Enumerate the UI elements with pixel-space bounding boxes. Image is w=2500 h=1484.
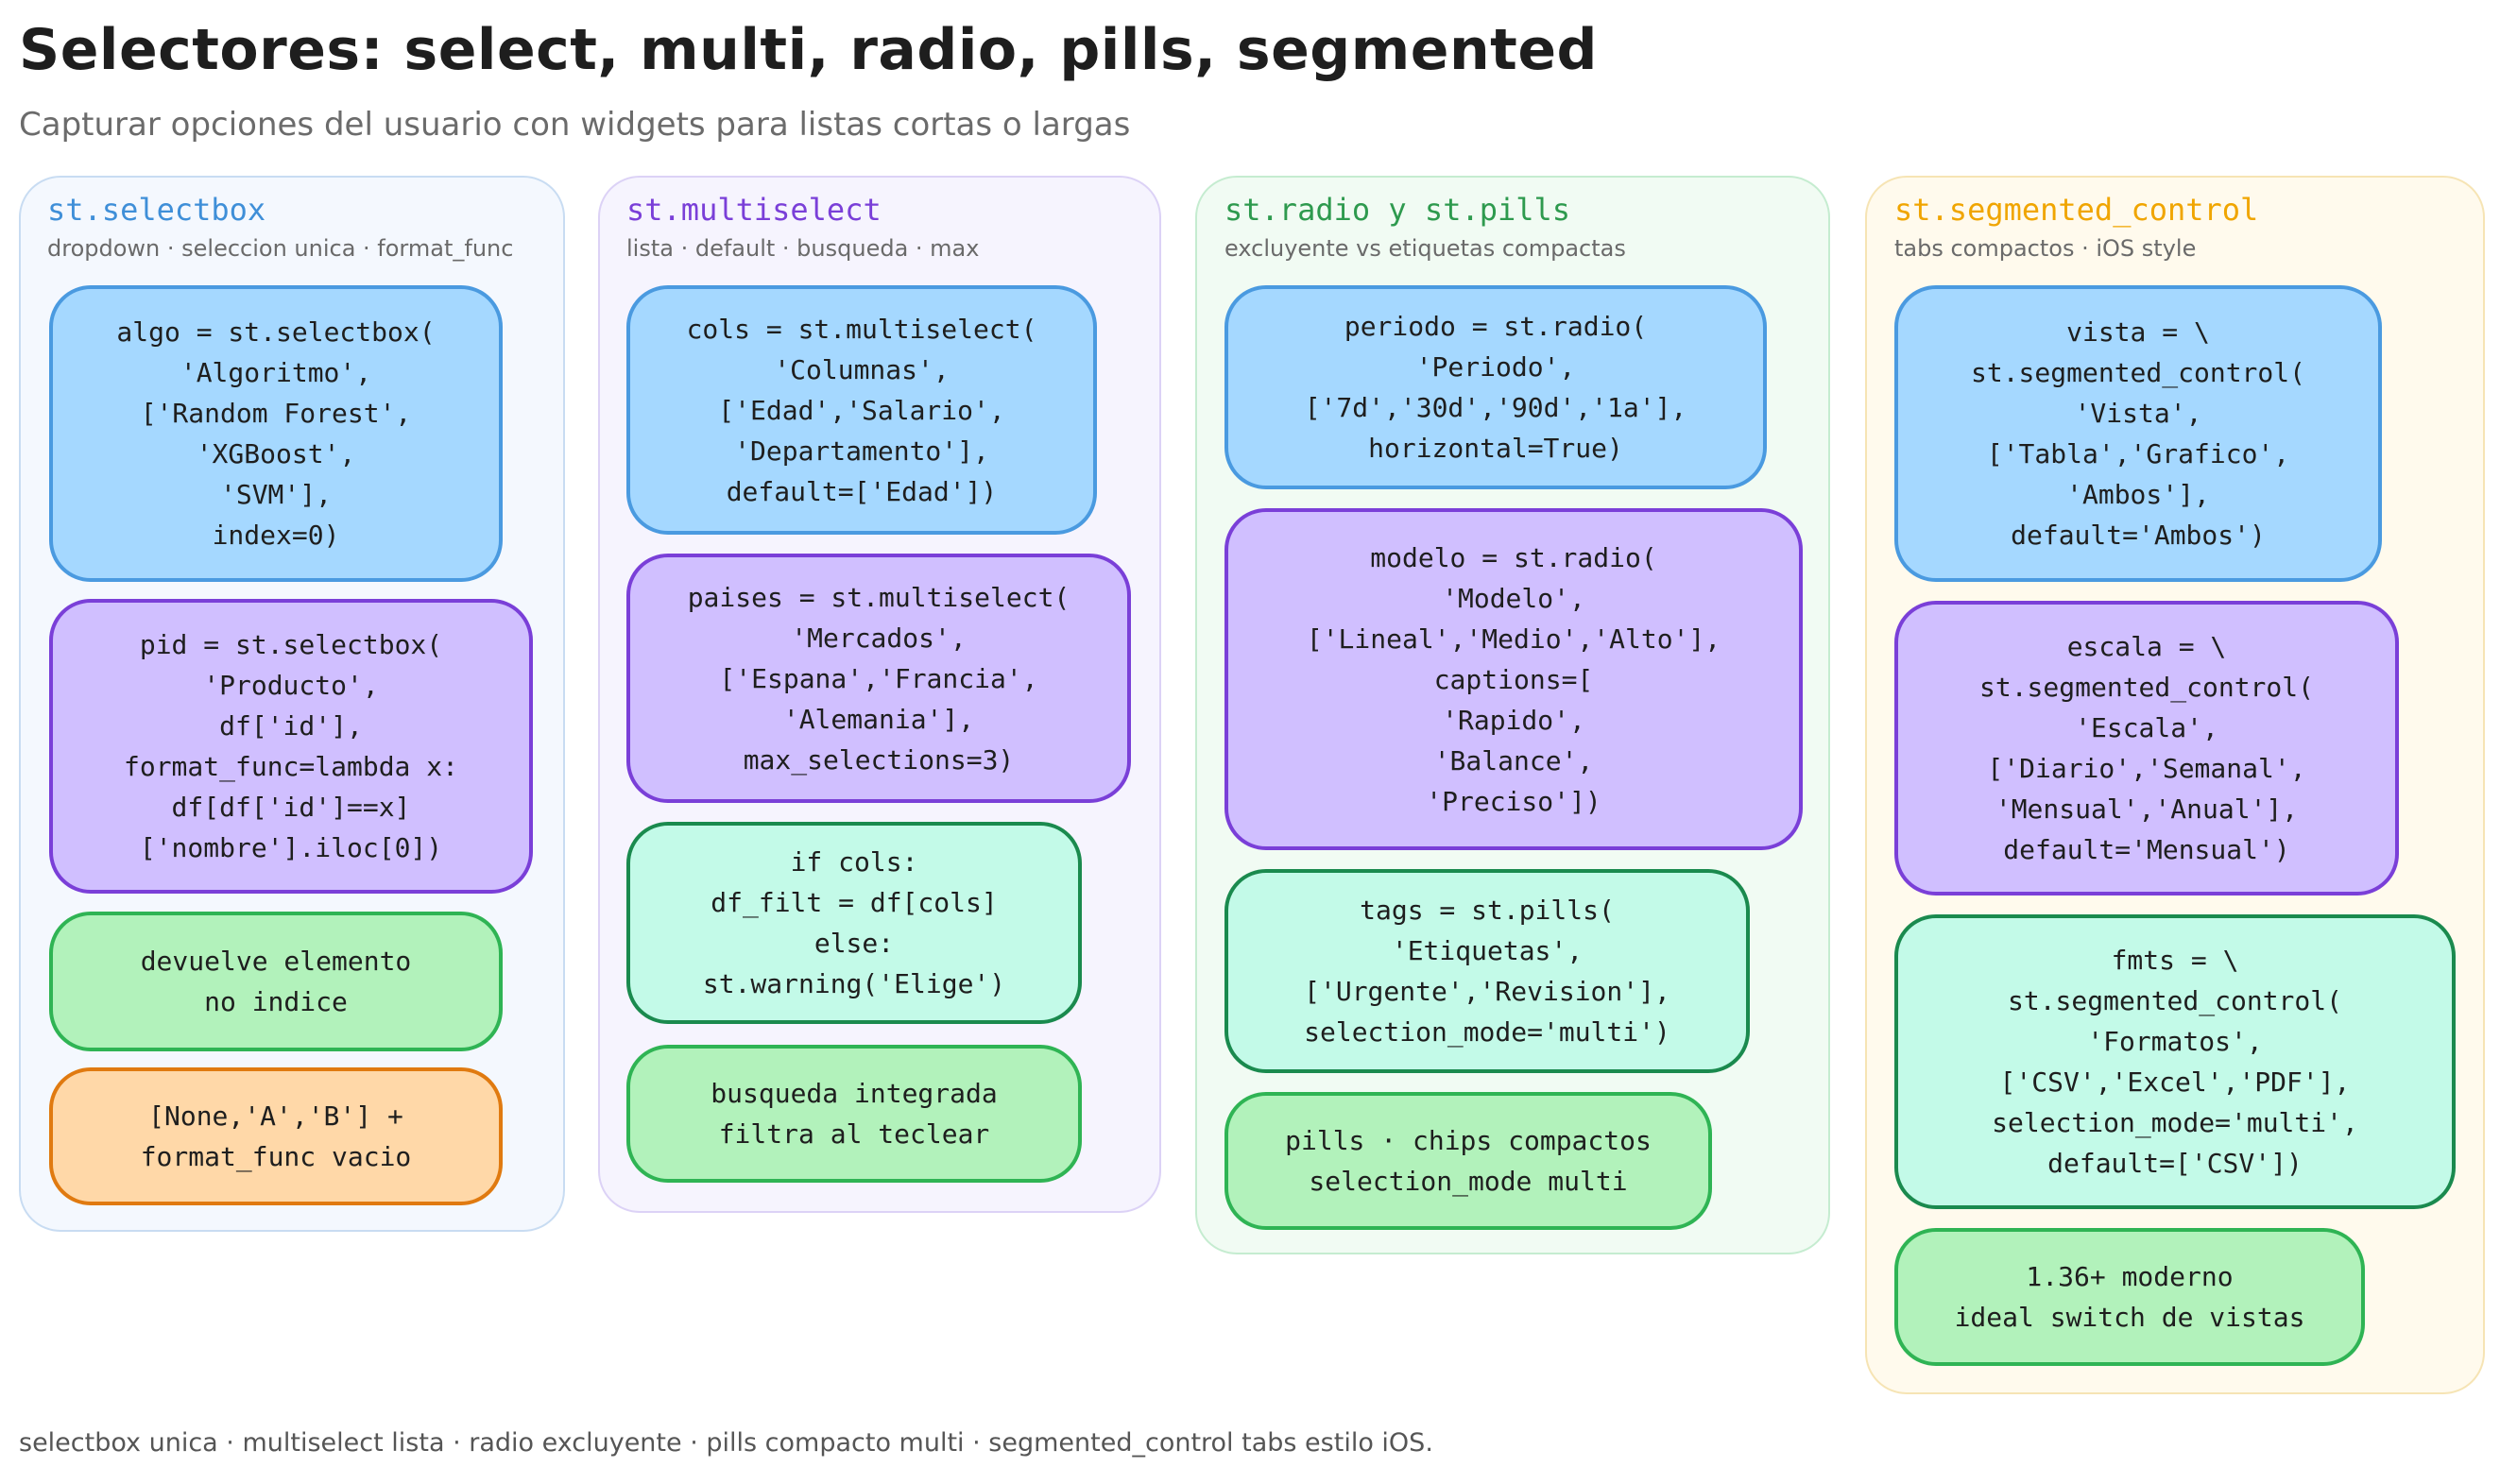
- card-pills-etiquetas: tags = st.pills( 'Etiquetas', ['Urgente'…: [1224, 869, 1750, 1073]
- card-selectbox-algoritmo: algo = st.selectbox( 'Algoritmo', ['Rand…: [49, 285, 503, 582]
- card-segmented-formatos: fmts = \ st.segmented_control( 'Formatos…: [1894, 914, 2456, 1209]
- page-title: Selectores: select, multi, radio, pills,…: [19, 17, 1598, 83]
- card-segmented-vista: vista = \ st.segmented_control( 'Vista',…: [1894, 285, 2382, 582]
- panel-radio-pills-title: st.radio y st.pills: [1224, 192, 1570, 228]
- page-footer: selectbox unica · multiselect lista · ra…: [19, 1428, 1433, 1458]
- panel-selectbox-subtitle: dropdown · seleccion unica · format_func: [47, 235, 513, 262]
- panel-segmented-control-title: st.segmented_control: [1894, 192, 2258, 228]
- panel-radio-pills-subtitle: excluyente vs etiquetas compactas: [1224, 235, 1626, 262]
- card-pills-nota: pills · chips compactos selection_mode m…: [1224, 1092, 1712, 1230]
- card-segmented-nota: 1.36+ moderno ideal switch de vistas: [1894, 1228, 2365, 1366]
- panel-selectbox-title: st.selectbox: [47, 192, 265, 228]
- panel-multiselect-title: st.multiselect: [626, 192, 882, 228]
- card-selectbox-nota: devuelve elemento no indice: [49, 912, 503, 1051]
- card-radio-modelo: modelo = st.radio( 'Modelo', ['Lineal','…: [1224, 508, 1803, 850]
- card-multiselect-mercados: paises = st.multiselect( 'Mercados', ['E…: [626, 554, 1131, 803]
- panel-segmented-control-subtitle: tabs compactos · iOS style: [1894, 235, 2196, 262]
- card-selectbox-vacio: [None,'A','B'] + format_func vacio: [49, 1067, 503, 1205]
- card-selectbox-producto: pid = st.selectbox( 'Producto', df['id']…: [49, 599, 533, 894]
- panel-multiselect-subtitle: lista · default · busqueda · max: [626, 235, 979, 262]
- card-multiselect-if: if cols: df_filt = df[cols] else: st.war…: [626, 822, 1082, 1024]
- card-segmented-escala: escala = \ st.segmented_control( 'Escala…: [1894, 601, 2399, 896]
- card-multiselect-columnas: cols = st.multiselect( 'Columnas', ['Eda…: [626, 285, 1097, 535]
- card-radio-periodo: periodo = st.radio( 'Periodo', ['7d','30…: [1224, 285, 1767, 489]
- card-multiselect-busqueda: busqueda integrada filtra al teclear: [626, 1045, 1082, 1183]
- page-subtitle: Capturar opciones del usuario con widget…: [19, 106, 1130, 144]
